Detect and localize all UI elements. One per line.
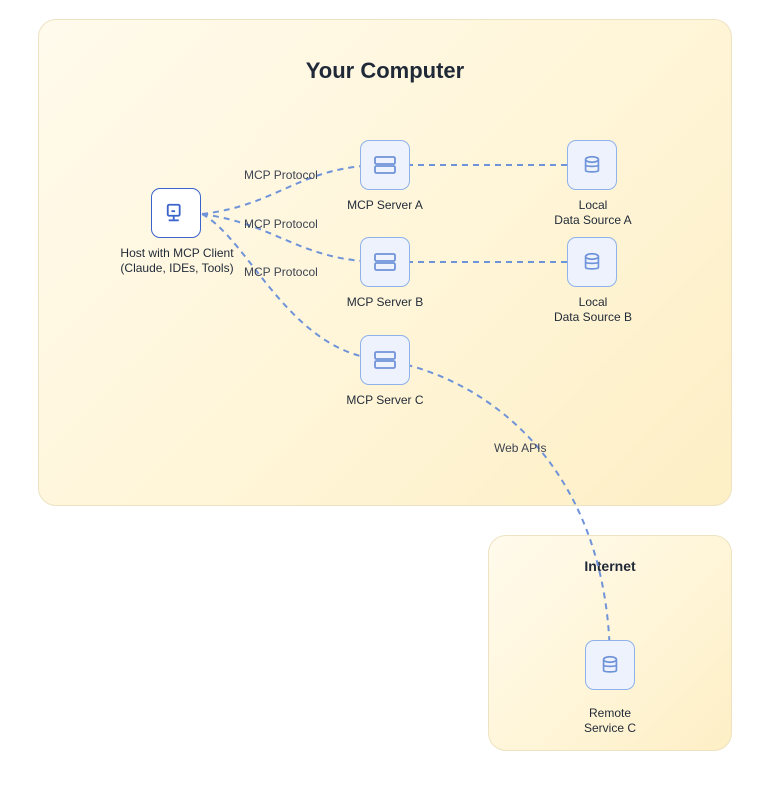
server-icon — [374, 351, 396, 369]
edge-label-host-server-a: MCP Protocol — [244, 168, 318, 182]
node-label-local-data-source-b-line2: Data Source B — [553, 310, 633, 324]
node-label-mcp-server-a: MCP Server A — [347, 198, 423, 212]
node-label-mcp-server-c: MCP Server C — [346, 393, 424, 407]
node-mcp-server-c[interactable] — [360, 335, 410, 385]
edge-server-c-remote-c — [384, 359, 611, 666]
edge-host-server-b — [201, 213, 386, 263]
server-icon — [374, 156, 396, 174]
node-remote-service-c[interactable] — [585, 640, 635, 690]
server-icon — [374, 253, 396, 271]
node-label-remote-service-c: Remote Service C — [535, 706, 685, 736]
node-label-remote-service-c-line2: Service C — [583, 721, 636, 735]
node-label-local-data-source-a-line1: Local — [578, 198, 608, 212]
node-label-remote-service-c-line1: Remote — [588, 706, 632, 720]
node-local-data-source-a[interactable] — [567, 140, 617, 190]
edge-host-server-c — [201, 213, 386, 361]
node-local-data-source-b[interactable] — [567, 237, 617, 287]
node-label-host-line1: Host with MCP Client — [120, 246, 234, 260]
monitor-icon — [166, 203, 181, 222]
database-icon — [584, 252, 600, 270]
group-title-your-computer: Your Computer — [305, 58, 465, 83]
database-icon — [584, 155, 600, 173]
node-label-local-data-source-b: Local Data Source B — [518, 295, 668, 325]
node-label-mcp-server-b: MCP Server B — [346, 295, 424, 309]
edge-host-server-a — [201, 164, 386, 215]
edge-label-host-server-c: MCP Protocol — [244, 265, 318, 279]
node-label-host: Host with MCP Client (Claude, IDEs, Tool… — [102, 246, 252, 276]
edge-label-host-server-b: MCP Protocol — [244, 217, 318, 231]
node-host[interactable] — [151, 188, 201, 238]
node-label-local-data-source-b-line1: Local — [578, 295, 608, 309]
node-label-local-data-source-a-line2: Data Source A — [554, 213, 632, 227]
node-label-host-line2: (Claude, IDEs, Tools) — [120, 261, 234, 275]
database-icon — [602, 655, 618, 673]
edge-label-server-c-remote-c: Web APIs — [494, 441, 547, 455]
node-label-local-data-source-a: Local Data Source A — [518, 198, 668, 228]
node-mcp-server-a[interactable] — [360, 140, 410, 190]
node-mcp-server-b[interactable] — [360, 237, 410, 287]
